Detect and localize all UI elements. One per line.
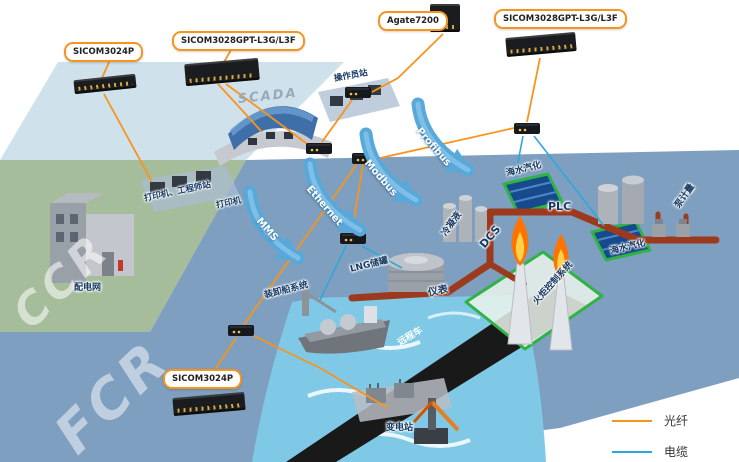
fiber-links <box>101 33 541 409</box>
fiber-line-icon <box>612 419 652 422</box>
plc-label: PLC <box>548 200 572 213</box>
cable-line-icon <box>612 450 652 453</box>
network-switch-node <box>345 87 371 98</box>
process-pipes <box>348 208 720 302</box>
printer-workstation-cluster <box>140 166 240 212</box>
device-callout-sicom3028-left: SICOM3028GPT-L3G/L3F <box>172 31 305 51</box>
legend-cable-label: 电缆 <box>664 445 689 459</box>
device-callout-sicom3024p-top: SICOM3024P <box>64 42 144 62</box>
seawater-pond-left <box>502 172 564 215</box>
pump-units <box>652 219 690 237</box>
lng-ship <box>298 290 390 354</box>
operator-station-cluster <box>318 78 400 122</box>
device-callout-agate7200: Agate7200 <box>378 11 448 31</box>
legend-row-fiber: 光纤 <box>612 412 688 429</box>
network-switch-node <box>306 143 332 154</box>
seawater-pond-right <box>590 220 652 262</box>
substation-equipment <box>352 378 452 422</box>
flare-stacks <box>507 216 573 351</box>
power-distribution-building <box>50 193 134 283</box>
power-distribution-label: 配电网 <box>74 283 102 293</box>
device-callout-sicom3024p-bottom: SICOM3024P <box>163 369 243 389</box>
seawater-tanks <box>598 175 644 224</box>
cable-links <box>319 135 605 301</box>
legend: 光纤 电缆 <box>612 412 688 460</box>
condensate-towers <box>443 195 487 242</box>
legend-fiber-label: 光纤 <box>664 414 689 428</box>
device-callout-sicom3028-right: SICOM3028GPT-L3G/L3F <box>494 9 627 29</box>
network-switch-node <box>514 123 540 134</box>
dock-loading-arm <box>412 398 460 444</box>
substation-label: 变电站 <box>386 423 414 433</box>
network-switch-node <box>228 325 254 336</box>
legend-row-cable: 电缆 <box>612 443 688 460</box>
protocol-arrows <box>243 97 475 265</box>
lng-storage-tank <box>388 253 444 292</box>
